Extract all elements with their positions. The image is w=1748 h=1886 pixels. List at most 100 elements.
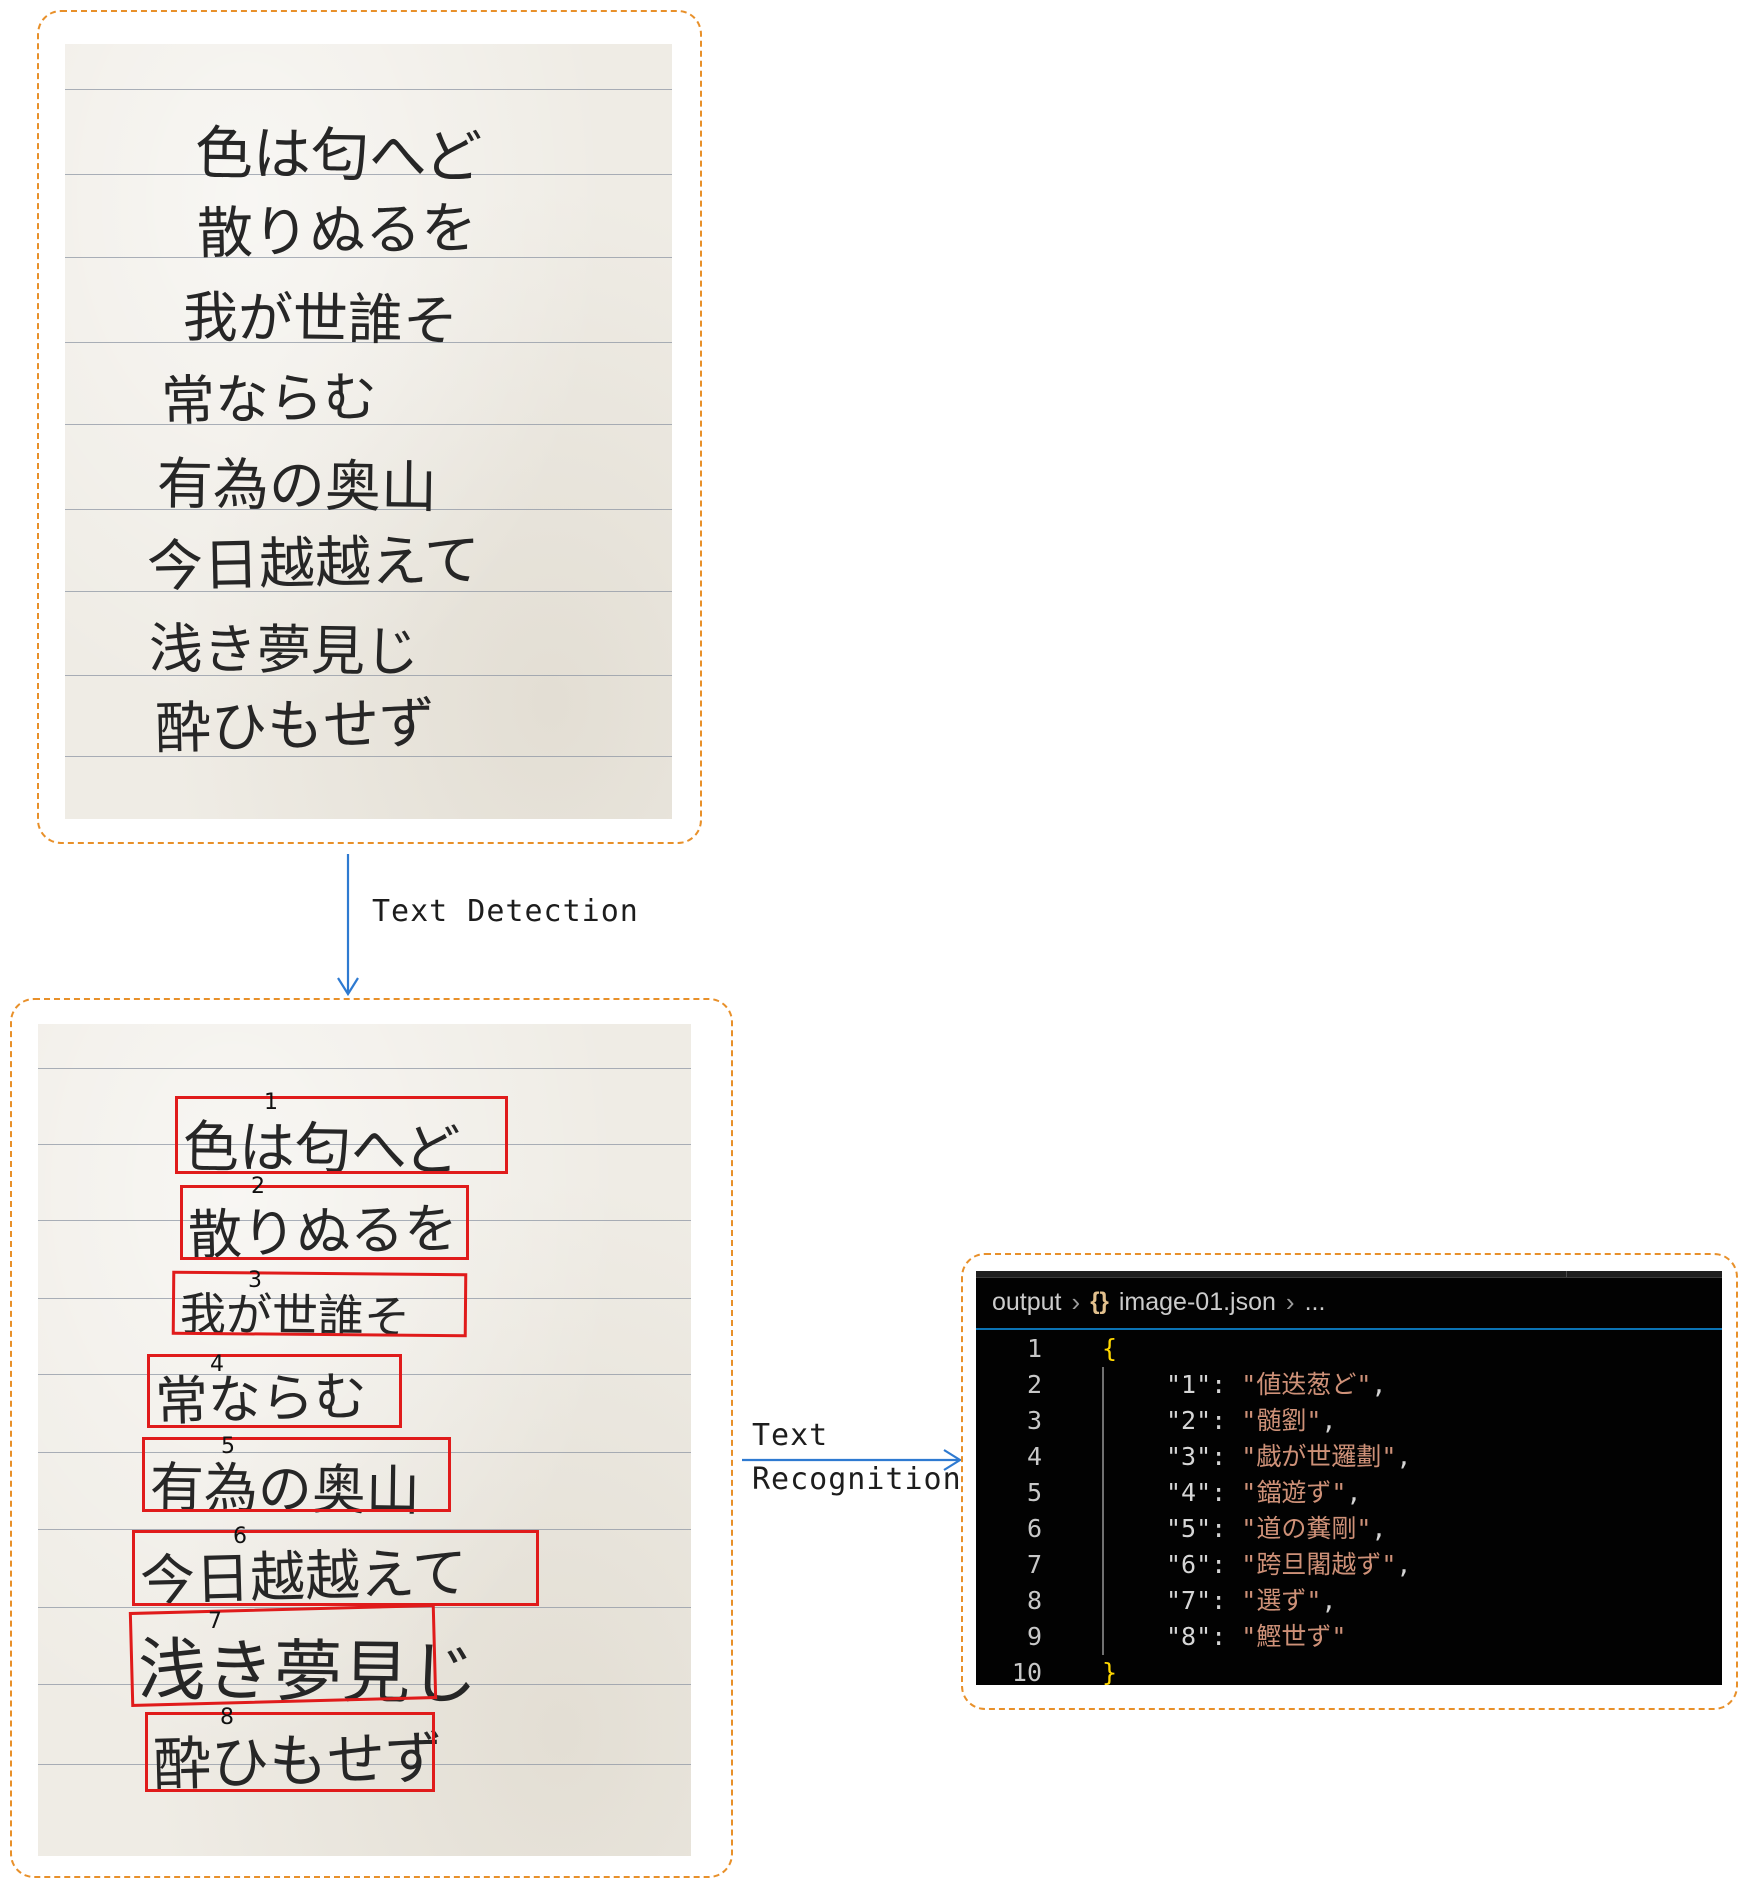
json-comma: , (1321, 1586, 1337, 1615)
handwritten-line: 常ならむ (160, 365, 378, 433)
line-number: 3 (1026, 1406, 1042, 1435)
detection-index: 6 (233, 1524, 247, 1549)
ruled-line (38, 1144, 691, 1145)
json-string-value: "髄劉" (1241, 1406, 1322, 1435)
line-number: 1 (1026, 1334, 1042, 1363)
json-colon: : (1211, 1550, 1242, 1579)
detection-arrow (337, 854, 359, 997)
ruled-line (65, 756, 672, 757)
json-key: "6" (1166, 1550, 1212, 1579)
breadcrumb-file[interactable]: image-01.json (1118, 1287, 1276, 1316)
chevron-right-icon: › (1285, 1286, 1295, 1317)
json-string-value: "戯が世邏劃" (1241, 1442, 1397, 1471)
json-comma: , (1396, 1550, 1412, 1579)
json-comma: , (1396, 1442, 1412, 1471)
json-key: "1" (1166, 1370, 1212, 1399)
json-key: "5" (1166, 1514, 1212, 1543)
code-line[interactable]: 7 "6": "跨旦闍越ず", (976, 1547, 1722, 1583)
ruled-line (65, 675, 672, 676)
recognition-arrow (742, 1449, 963, 1471)
ruled-line (65, 509, 672, 510)
input-image-frame (37, 10, 702, 844)
json-colon: : (1211, 1622, 1242, 1651)
detection-box (171, 1270, 468, 1338)
detection-index: 7 (208, 1609, 222, 1634)
input-handwriting-image: 色は匂へど散りぬるを我が世誰そ常ならむ有為の奥山今日越越えて浅き夢見じ酔ひもせず (65, 44, 672, 819)
ruled-line (38, 1374, 691, 1375)
ruled-line (65, 591, 672, 592)
json-string-value: "鐺遊ず" (1241, 1478, 1347, 1507)
code-line[interactable]: 2 "1": "値迭葱ど", (976, 1367, 1722, 1403)
json-braces-icon: {} (1090, 1288, 1109, 1315)
text-recognition-label-2: Recognition (752, 1462, 962, 1497)
code-line[interactable]: 9"8": "鰹世ず" (976, 1619, 1722, 1655)
code-content: "3": "戯が世邏劃", (1166, 1439, 1411, 1475)
text-detection-label: Text Detection (372, 894, 639, 929)
breadcrumb-divider (976, 1328, 1722, 1330)
handwritten-line: 今日越越えて (146, 528, 481, 600)
detection-index: 1 (264, 1090, 278, 1115)
handwritten-line: 酔ひもせず (154, 691, 436, 762)
indent-guide (1102, 1367, 1104, 1655)
ruled-line (38, 1764, 691, 1765)
handwritten-line: 散りぬるを (196, 196, 478, 267)
line-number: 7 (1026, 1550, 1042, 1579)
json-key: "3" (1166, 1442, 1212, 1471)
detection-index: 5 (221, 1434, 235, 1459)
line-number: 5 (1026, 1478, 1042, 1507)
ruled-line (38, 1529, 691, 1530)
ruled-line (65, 424, 672, 425)
text-recognition-label-1: Text (752, 1418, 829, 1453)
code-line[interactable]: 8"7": "選ず", (976, 1583, 1722, 1619)
code-line[interactable]: 10} (976, 1655, 1722, 1685)
json-comma: , (1371, 1370, 1387, 1399)
code-content: "2": "髄劉", (1166, 1403, 1336, 1439)
code-line[interactable]: 1{ (976, 1331, 1722, 1367)
ruled-line (38, 1220, 691, 1221)
code-content: "7": "選ず", (1166, 1583, 1336, 1619)
ruled-line (65, 342, 672, 343)
handwritten-line: 有為の奥山 (156, 452, 438, 521)
json-colon: : (1211, 1442, 1242, 1471)
code-content: "8": "鰹世ず" (1166, 1619, 1346, 1655)
json-colon: : (1211, 1406, 1242, 1435)
json-colon: : (1211, 1586, 1242, 1615)
code-content: { (1102, 1331, 1117, 1367)
line-number: 2 (1026, 1370, 1042, 1399)
ruled-line (65, 89, 672, 90)
json-comma: , (1371, 1514, 1387, 1543)
code-content: "5": "道の糞剛", (1166, 1511, 1386, 1547)
breadcrumb: output › {} image-01.json › ... (992, 1285, 1325, 1319)
close-brace: } (1102, 1658, 1118, 1685)
code-line[interactable]: 5"4": "鐺遊ず", (976, 1475, 1722, 1511)
editor-tab-bar (976, 1271, 1722, 1278)
ruled-line (38, 1452, 691, 1453)
json-colon: : (1211, 1370, 1242, 1399)
detection-box (175, 1096, 508, 1174)
code-line[interactable]: 4 "3": "戯が世邏劃", (976, 1439, 1722, 1475)
code-content: } (1102, 1655, 1117, 1685)
ruled-line (38, 1068, 691, 1069)
ruled-line (38, 1607, 691, 1608)
json-key: "7" (1166, 1586, 1212, 1615)
json-key: "4" (1166, 1478, 1212, 1507)
chevron-right-icon: › (1071, 1286, 1081, 1317)
json-key: "8" (1166, 1622, 1212, 1651)
detection-box (145, 1712, 435, 1792)
breadcrumb-folder[interactable]: output (992, 1287, 1062, 1316)
breadcrumb-ellipsis[interactable]: ... (1304, 1287, 1326, 1316)
json-string-value: "値迭葱ど" (1241, 1370, 1372, 1399)
code-content: "6": "跨旦闍越ず", (1166, 1547, 1411, 1583)
open-brace: { (1102, 1334, 1118, 1363)
ruled-line (65, 174, 672, 175)
json-editor: output › {} image-01.json › ... 1{2"1": … (976, 1271, 1722, 1685)
json-string-value: "鰹世ず" (1241, 1622, 1347, 1651)
handwritten-line: 我が世誰そ (182, 285, 459, 353)
ruled-line (65, 257, 672, 258)
code-content: "1": "値迭葱ど", (1166, 1367, 1386, 1403)
code-line[interactable]: 6"5": "道の糞剛", (976, 1511, 1722, 1547)
code-line[interactable]: 3 "2": "髄劉", (976, 1403, 1722, 1439)
line-number: 4 (1026, 1442, 1042, 1471)
ruled-line (38, 1298, 691, 1299)
detection-box (128, 1604, 438, 1707)
